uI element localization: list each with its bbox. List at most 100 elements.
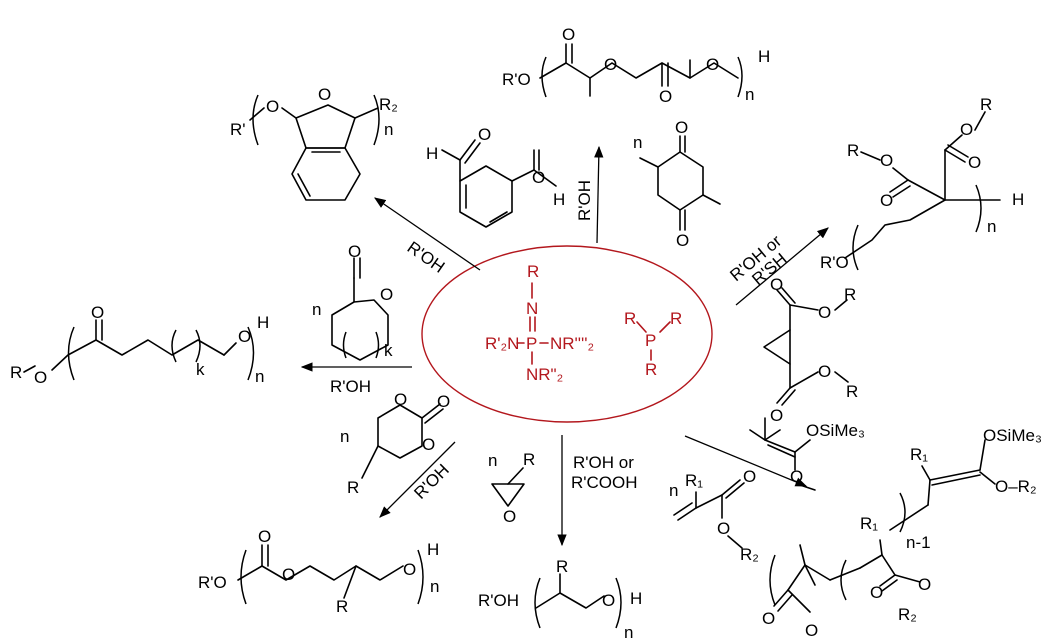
pac-n-minus-1: n-1 [906,533,931,552]
pac-o4: O [805,621,818,640]
pc-h: H [427,540,439,559]
lactide-monomer: n O O [633,118,721,250]
reagent-bottom-1: R'OH or [573,453,634,472]
catalyst-r-top: R [527,262,539,281]
opa-o1: O [478,125,491,144]
lactide-o-top: O [675,118,688,137]
carbonate-o-ring: O [422,435,435,454]
arrow-top [594,145,604,244]
polyphthalaldehyde-product: R' O O n R₂ [230,85,398,201]
cp-o2: O [818,303,831,322]
silyl-ketene-acetal-monomer: OSiMe₃ O [749,417,865,491]
pc-o-carbonyl: O [258,527,271,546]
cp-r2: R [846,382,858,401]
cp-o3: O [770,406,783,425]
lactone-n: n [312,300,321,319]
phosphine-r2: R [670,309,682,328]
pc-n: n [430,577,439,596]
cyclic-carbonate-monomer: O O O n R [340,390,450,497]
carbonate-n: n [340,427,349,446]
ppa-r2: R₂ [379,95,398,114]
acr-n: n [669,481,678,500]
polycarbonate-product: R'O O O R O n H [198,527,439,616]
cp-o1: O [770,275,783,294]
pe-o2: O [238,327,251,346]
carbonate-r: R [347,478,359,497]
opa-o2: O [532,168,545,187]
cpp-r1: R [847,141,859,160]
ska-osime3: OSiMe₃ [806,421,865,440]
pla-h: H [758,47,770,66]
reagent-top: R'OH [575,180,594,221]
catalyst-n-top: N [526,299,538,318]
epoxide-monomer: n R O [488,450,535,526]
lactone-o-ring: O [380,285,393,304]
cyclopropane-polymer-product: R O O O R O R'O n H [820,95,1024,272]
ppa-o-ring: O [318,85,331,104]
cpp-o1: O [880,151,893,170]
pla-o3: O [659,87,672,106]
pc-o2: O [403,560,416,579]
pla-o4: O [706,55,719,74]
pet-r: R [556,557,568,576]
epoxide-r: R [523,450,535,469]
pe-r: R [10,363,22,382]
arrow-bottom-left [379,441,456,518]
phosphine-p: P [645,331,656,350]
catalyst-left-amine: R'₂N [485,334,519,353]
catalyst-ellipse [421,245,713,423]
reagent-bottom-left: R'OH [410,460,452,502]
lactone-o-carbonyl: O [348,242,361,261]
pet-rpoh: R'OH [478,591,519,610]
polyether-product: R'OH R O n H [478,557,642,642]
catalyst-p-atom: P [526,334,537,353]
pac-r1-mid: R₁ [860,514,878,533]
acr-r1: R₁ [685,471,703,490]
ppa-rp: R' [230,120,246,139]
epoxide-n: n [488,451,497,470]
pac-o-carbonyl: O [870,583,883,602]
phthalaldehyde-monomer: H O O H [426,125,565,228]
pac-osime3: OSiMe₃ [983,426,1042,445]
acrylate-monomer: n R₁ O O R₂ [669,467,759,564]
polylactide-product: R'O O O O O n H [502,25,770,106]
cpp-r2: R [980,95,992,114]
pac-r1-top: R₁ [910,445,928,464]
pe-o1: O [34,368,47,387]
pet-h: H [630,589,642,608]
arrow-top-left [374,197,481,271]
carbonate-o-carbonyl: O [437,392,450,411]
opa-h2: H [553,190,565,209]
cpp-h: H [1012,190,1024,209]
pe-h: H [257,313,269,332]
ppa-n: n [384,120,393,139]
pe-o-carbonyl: O [91,303,104,322]
phosphine-r1: R [624,309,636,328]
reagent-left: R'OH [330,377,371,396]
pe-k: k [196,360,205,379]
pla-rpo: R'O [502,70,531,89]
pc-rpo: R'O [198,573,227,592]
pet-o: O [602,591,615,610]
cpp-rpo: R'O [820,253,849,272]
pe-n: n [255,367,264,386]
ppa-o-end: O [266,97,279,116]
catalyst-bottom-amine: NR"₂ [526,365,563,384]
cpp-n: n [987,217,996,236]
pla-o2: O [604,55,617,74]
carbonate-o-top: O [394,390,407,409]
cp-r1: R [844,285,856,304]
lactone-k: k [384,341,393,360]
ska-o: O [790,467,803,486]
pc-o1: O [282,565,295,584]
acr-r2: R₂ [740,545,759,564]
cyclopropane-monomer: O O R O O R [763,275,858,425]
cpp-o2: O [880,191,893,210]
pc-r: R [336,597,348,616]
epoxide-o: O [503,507,516,526]
reaction-arrows [300,145,829,547]
pac-o2: O [918,575,931,594]
arrow-top-right [735,227,829,306]
